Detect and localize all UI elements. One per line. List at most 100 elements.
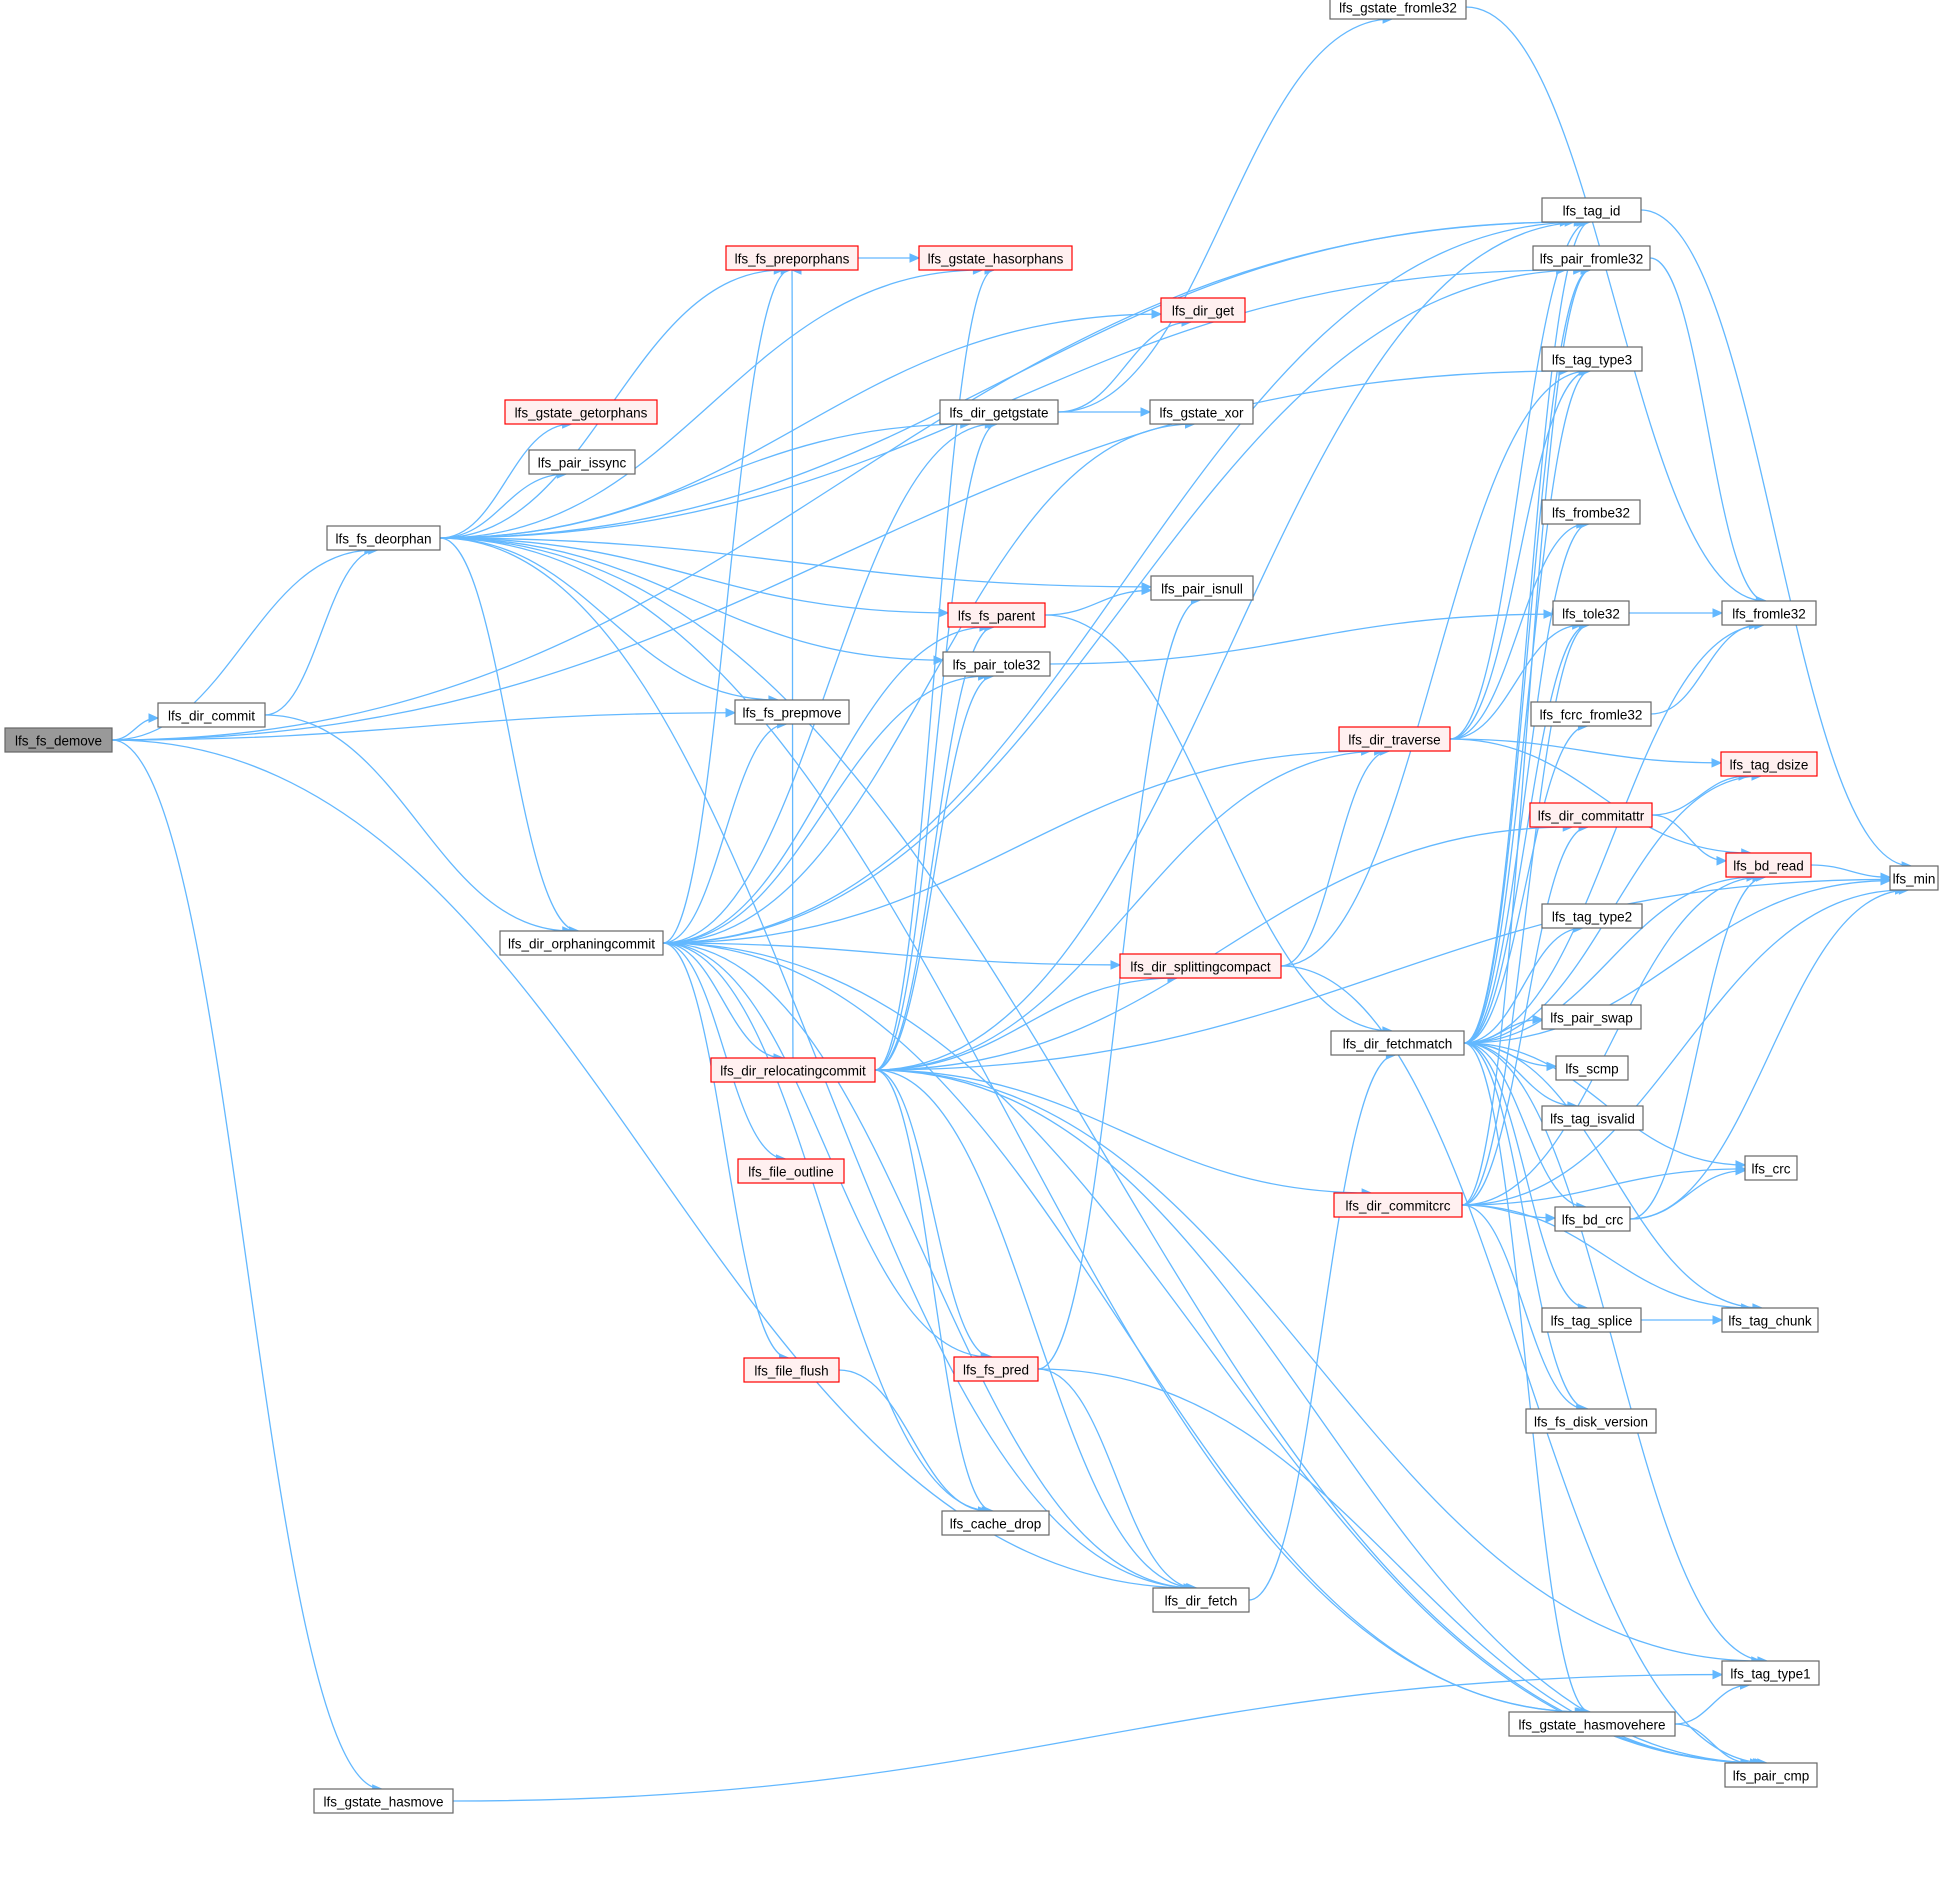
node-box[interactable] <box>1160 297 1246 323</box>
node-box[interactable] <box>1725 852 1812 878</box>
node-lfs_dir_get[interactable]: lfs_dir_get <box>1160 297 1246 323</box>
node-lfs_file_flush[interactable]: lfs_file_flush <box>743 1357 840 1383</box>
node-box[interactable] <box>1555 1055 1629 1081</box>
node-lfs_dir_commit[interactable]: lfs_dir_commit <box>157 702 266 728</box>
node-lfs_tag_splice[interactable]: lfs_tag_splice <box>1541 1307 1642 1333</box>
node-lfs_gstate_fromle32[interactable]: lfs_gstate_fromle32 <box>1329 0 1467 20</box>
node-lfs_tole32[interactable]: lfs_tole32 <box>1552 600 1630 626</box>
node-box[interactable] <box>1541 197 1642 223</box>
node-lfs_pair_issync[interactable]: lfs_pair_issync <box>528 449 636 475</box>
node-box[interactable] <box>1724 1762 1818 1788</box>
node-box[interactable] <box>1525 1408 1657 1434</box>
node-box[interactable] <box>1330 1030 1465 1056</box>
node-box[interactable] <box>1333 1192 1463 1218</box>
node-box[interactable] <box>1150 575 1254 601</box>
node-lfs_gstate_hasmove[interactable]: lfs_gstate_hasmove <box>313 1788 454 1814</box>
node-lfs_bd_crc[interactable]: lfs_bd_crc <box>1554 1206 1631 1232</box>
node-lfs_crc[interactable]: lfs_crc <box>1744 1155 1798 1181</box>
node-lfs_fcrc_fromle32[interactable]: lfs_fcrc_fromle32 <box>1530 701 1652 727</box>
node-lfs_fs_parent[interactable]: lfs_fs_parent <box>947 602 1046 628</box>
node-lfs_dir_fetch[interactable]: lfs_dir_fetch <box>1152 1587 1250 1613</box>
node-box[interactable] <box>1529 802 1653 828</box>
node-lfs_frombe32[interactable]: lfs_frombe32 <box>1541 499 1641 525</box>
node-box[interactable] <box>939 399 1059 425</box>
node-lfs_fromle32[interactable]: lfs_fromle32 <box>1721 600 1817 626</box>
node-box[interactable] <box>1889 865 1939 891</box>
node-lfs_tag_chunk[interactable]: lfs_tag_chunk <box>1721 1307 1819 1333</box>
node-lfs_file_outline[interactable]: lfs_file_outline <box>737 1158 845 1184</box>
node-box[interactable] <box>1149 399 1254 425</box>
node-box[interactable] <box>743 1357 840 1383</box>
node-lfs_dir_relocatingcommit[interactable]: lfs_dir_relocatingcommit <box>710 1057 876 1083</box>
node-box[interactable] <box>1119 953 1282 979</box>
node-lfs_tag_type3[interactable]: lfs_tag_type3 <box>1541 346 1643 372</box>
node-box[interactable] <box>1541 903 1643 929</box>
node-lfs_cache_drop[interactable]: lfs_cache_drop <box>941 1510 1050 1536</box>
node-lfs_tag_id[interactable]: lfs_tag_id <box>1541 197 1642 223</box>
node-lfs_tag_type2[interactable]: lfs_tag_type2 <box>1541 903 1643 929</box>
node-box[interactable] <box>1541 1307 1642 1333</box>
node-lfs_pair_tole32[interactable]: lfs_pair_tole32 <box>942 651 1051 677</box>
node-lfs_pair_swap[interactable]: lfs_pair_swap <box>1541 1004 1642 1030</box>
node-lfs_bd_read[interactable]: lfs_bd_read <box>1725 852 1812 878</box>
node-lfs_dir_traverse[interactable]: lfs_dir_traverse <box>1338 726 1451 752</box>
node-lfs_dir_getgstate[interactable]: lfs_dir_getgstate <box>939 399 1059 425</box>
node-box[interactable] <box>1329 0 1467 20</box>
node-box[interactable] <box>1721 1307 1819 1333</box>
node-lfs_gstate_getorphans[interactable]: lfs_gstate_getorphans <box>504 399 658 425</box>
node-lfs_pair_fromle32[interactable]: lfs_pair_fromle32 <box>1532 245 1651 271</box>
node-lfs_dir_commitattr[interactable]: lfs_dir_commitattr <box>1529 802 1653 828</box>
node-box[interactable] <box>1530 701 1652 727</box>
node-lfs_fs_demove[interactable]: lfs_fs_demove <box>4 727 113 753</box>
node-box[interactable] <box>1532 245 1651 271</box>
node-box[interactable] <box>313 1788 454 1814</box>
node-box[interactable] <box>953 1356 1039 1382</box>
node-box[interactable] <box>1541 346 1643 372</box>
node-lfs_tag_dsize[interactable]: lfs_tag_dsize <box>1720 751 1818 777</box>
node-box[interactable] <box>710 1057 876 1083</box>
node-box[interactable] <box>1338 726 1451 752</box>
node-lfs_fs_prepmove[interactable]: lfs_fs_prepmove <box>734 699 850 725</box>
node-lfs_fs_disk_version[interactable]: lfs_fs_disk_version <box>1525 1408 1657 1434</box>
node-box[interactable] <box>499 930 664 956</box>
node-box[interactable] <box>918 245 1073 271</box>
node-box[interactable] <box>941 1510 1050 1536</box>
node-lfs_gstate_hasmovehere[interactable]: lfs_gstate_hasmovehere <box>1508 1711 1676 1737</box>
node-box[interactable] <box>1541 1105 1644 1131</box>
node-lfs_fs_preporphans[interactable]: lfs_fs_preporphans <box>725 245 859 271</box>
node-lfs_fs_pred[interactable]: lfs_fs_pred <box>953 1356 1039 1382</box>
node-box[interactable] <box>947 602 1046 628</box>
node-box[interactable] <box>1152 1587 1250 1613</box>
node-lfs_min[interactable]: lfs_min <box>1889 865 1939 891</box>
node-box[interactable] <box>4 727 113 753</box>
node-box[interactable] <box>734 699 850 725</box>
node-box[interactable] <box>1541 1004 1642 1030</box>
node-lfs_pair_cmp[interactable]: lfs_pair_cmp <box>1724 1762 1818 1788</box>
node-lfs_dir_splittingcompact[interactable]: lfs_dir_splittingcompact <box>1119 953 1282 979</box>
node-box[interactable] <box>725 245 859 271</box>
node-lfs_tag_type1[interactable]: lfs_tag_type1 <box>1721 1660 1820 1686</box>
node-box[interactable] <box>504 399 658 425</box>
node-lfs_dir_orphaningcommit[interactable]: lfs_dir_orphaningcommit <box>499 930 664 956</box>
node-lfs_gstate_hasorphans[interactable]: lfs_gstate_hasorphans <box>918 245 1073 271</box>
node-box[interactable] <box>1721 1660 1820 1686</box>
node-lfs_scmp[interactable]: lfs_scmp <box>1555 1055 1629 1081</box>
node-lfs_dir_commitcrc[interactable]: lfs_dir_commitcrc <box>1333 1192 1463 1218</box>
node-box[interactable] <box>1508 1711 1676 1737</box>
node-box[interactable] <box>1554 1206 1631 1232</box>
node-box[interactable] <box>737 1158 845 1184</box>
node-box[interactable] <box>942 651 1051 677</box>
node-lfs_gstate_xor[interactable]: lfs_gstate_xor <box>1149 399 1254 425</box>
node-box[interactable] <box>157 702 266 728</box>
node-box[interactable] <box>1721 600 1817 626</box>
node-lfs_pair_isnull[interactable]: lfs_pair_isnull <box>1150 575 1254 601</box>
node-box[interactable] <box>1552 600 1630 626</box>
node-box[interactable] <box>1744 1155 1798 1181</box>
node-box[interactable] <box>528 449 636 475</box>
node-box[interactable] <box>326 525 441 551</box>
node-lfs_dir_fetchmatch[interactable]: lfs_dir_fetchmatch <box>1330 1030 1465 1056</box>
node-box[interactable] <box>1720 751 1818 777</box>
node-lfs_tag_isvalid[interactable]: lfs_tag_isvalid <box>1541 1105 1644 1131</box>
node-lfs_fs_deorphan[interactable]: lfs_fs_deorphan <box>326 525 441 551</box>
node-box[interactable] <box>1541 499 1641 525</box>
